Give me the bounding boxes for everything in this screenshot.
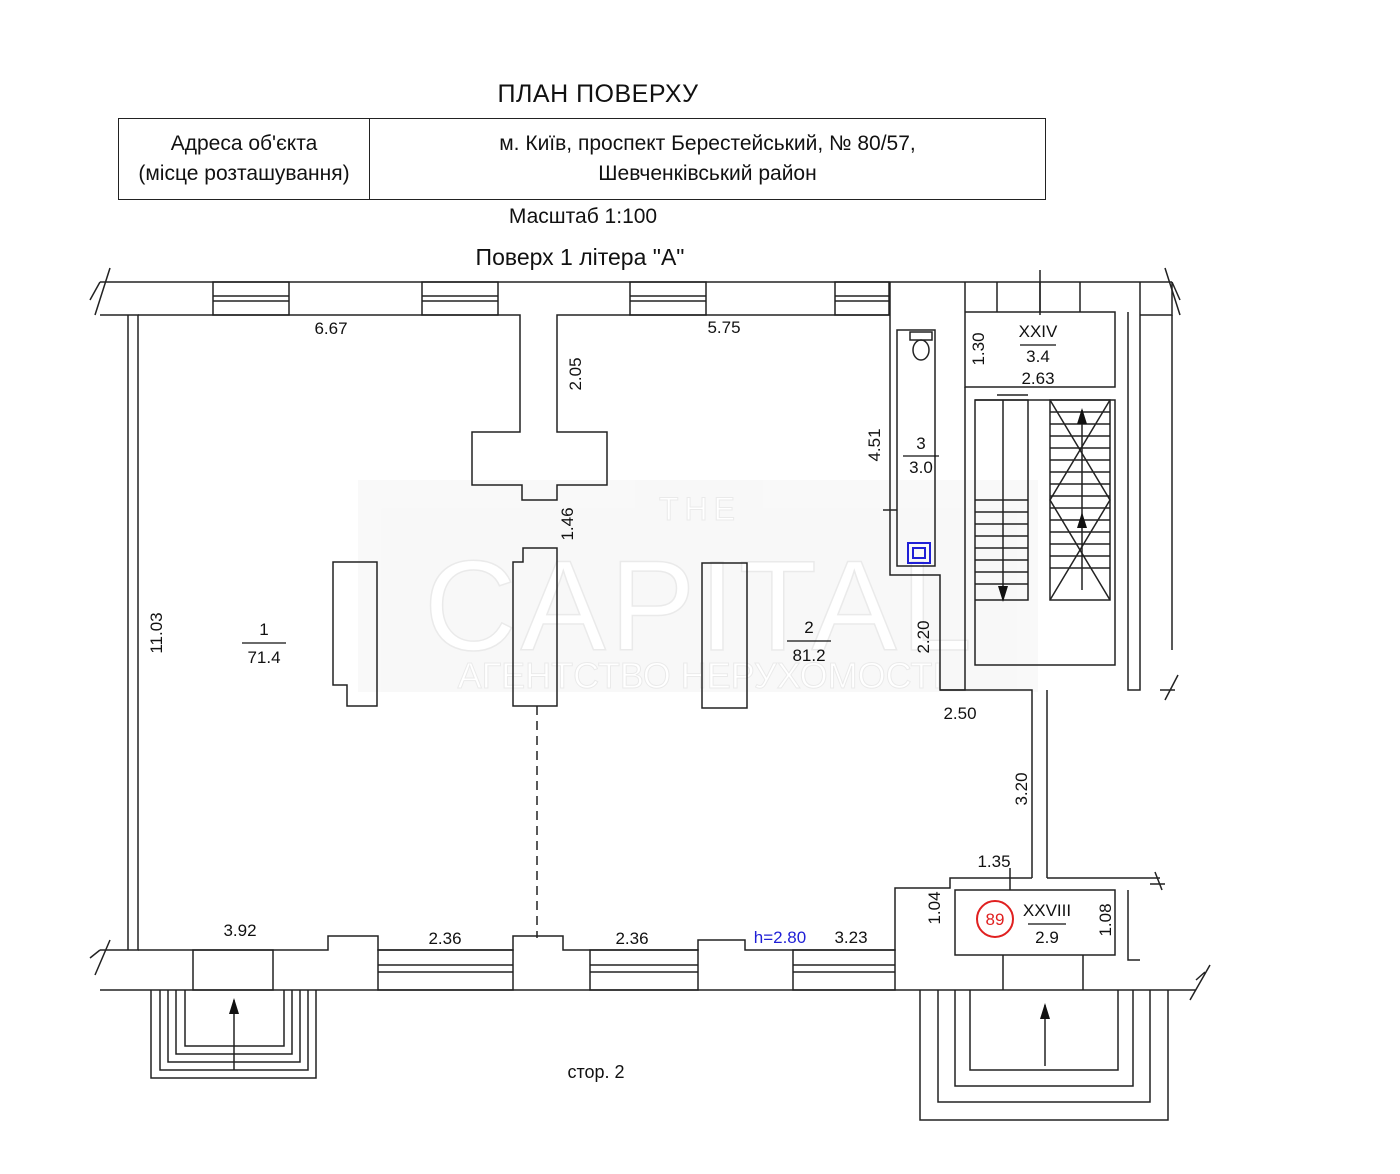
watermark-line1: THE [659,491,741,527]
room28-right-wall [1127,890,1140,961]
page-number: стор. 2 [567,1062,625,1082]
arrow-up-icon [1077,408,1087,424]
room-1-number: 1 [259,620,268,639]
dim-1-30: 1.30 [969,332,988,365]
dim-2-20: 2.20 [914,620,933,653]
inner-wall-bottom [138,877,1032,951]
watermark-backdrop [358,480,1038,692]
room-2-label: 2 81.2 [787,618,831,665]
window-bottom-1 [377,949,514,991]
address-value-line1: м. Київ, проспект Берестейський, № 80/57… [499,132,916,155]
break-mark-top-left [89,267,111,316]
window-top-3 [629,281,707,316]
dim-3-23: 3.23 [834,928,867,947]
address-label-cell: Адреса об'єкта (місце розташування) [119,119,370,199]
arrow-up-icon [229,998,239,1014]
room24-window [996,270,1081,315]
floor-label: Поверх 1 літера "А" [475,244,685,270]
watermark: THE CAPITAL АГЕНТСТВО НЕРУХОМОСТІ [358,480,1038,697]
dim-1-04: 1.04 [925,891,944,924]
address-label-line2: (місце розташування) [138,162,350,185]
toilet-tank-icon [909,331,933,341]
dim-3-20: 3.20 [1012,772,1031,805]
room-3-label: 3 3.0 [903,434,939,477]
column-1 [332,561,378,707]
room-3-area: 3.0 [909,458,933,477]
room24-walls [964,282,1116,388]
address-table: Адреса об'єкта (місце розташування) м. К… [118,118,1046,200]
window-bottom-3 [792,949,896,991]
dim-5-75: 5.75 [707,318,740,337]
stair-cross [1049,399,1111,601]
entrance-right-opening [1002,955,1084,990]
arrow-up-icon [1040,1003,1050,1019]
arrow-up-icon [1077,512,1087,528]
stair-wall-left [940,387,966,691]
room-24-label: XXIV 3.4 [1019,322,1058,366]
dim-4-51: 4.51 [865,428,884,461]
dim-2-63: 2.63 [1021,369,1054,388]
entrance-left-opening [192,949,274,991]
dim-2-36-left: 2.36 [428,929,461,948]
room-1-area: 71.4 [247,648,280,667]
window-top-1 [212,281,290,316]
badge-circle [976,900,1014,938]
address-value-line2: Шевченківський район [598,162,817,185]
room-28-label: XXVIII 2.9 [1023,901,1071,947]
column-3 [701,562,748,709]
break-mark-room28 [1150,871,1165,891]
inner-wall-top-and-pier [138,314,890,501]
room28-walls [954,889,1116,956]
watermark-line3: АГЕНТСТВО НЕРУХОМОСТІ [458,655,943,696]
room-28-area: 2.9 [1035,928,1059,947]
dim-1-35: 1.35 [977,852,1010,871]
entrance-steps-right [919,990,1169,1121]
address-value-cell: м. Київ, проспект Берестейський, № 80/57… [370,119,1045,199]
dim-6-67: 6.67 [314,319,347,338]
break-mark-bottom-right [1189,964,1211,1001]
dim-11-03: 11.03 [147,612,166,653]
window-top-2 [421,281,499,316]
room-24-number: XXIV [1019,322,1058,341]
room-1-label: 1 71.4 [242,620,286,667]
wall-room3-corridor [889,282,1033,878]
ceiling-height-note: h=2.80 [754,928,806,947]
room-24-area: 3.4 [1026,347,1050,366]
toilet-bowl-icon [912,339,930,361]
address-label-line1: Адреса об'єкта [170,132,318,155]
dim-2-50: 2.50 [943,704,976,723]
stair-treads-left [975,499,1028,585]
break-mark-right-mid [1160,674,1179,701]
outer-wall-left [100,314,139,951]
window-bottom-2 [589,949,699,991]
page-title: ПЛАН ПОВЕРХУ [497,80,699,108]
arrow-down-icon [998,586,1008,602]
watermark-line2: CAPITAL [424,535,976,678]
dimensions: 6.67 5.75 2.05 1.46 4.51 1.30 2.63 11.03… [147,318,1115,948]
outer-right-top [1140,282,1173,316]
dim-2-36-right: 2.36 [615,929,648,948]
room3-inner [896,329,936,567]
room-2-area: 81.2 [792,646,825,665]
scale-label: Масштаб 1:100 [508,205,658,228]
room-3-number: 3 [916,434,925,453]
break-mark-bottom-left [89,939,111,976]
sink-icon [907,542,931,564]
dim-1-08: 1.08 [1096,903,1115,936]
badge-number: 89 [986,910,1005,929]
dim-1-46: 1.46 [558,507,577,540]
stair-flight-right [1049,399,1111,601]
stair-treads-right [1050,411,1110,569]
stair-wall-right [1127,312,1141,691]
column-2 [512,547,558,707]
room-2-number: 2 [804,618,813,637]
arrowheads [229,408,1087,1019]
dimension-ticks [997,282,1041,890]
dim-2-05: 2.05 [566,357,585,390]
room-28-number: XXVIII [1023,901,1071,920]
dim-3-92: 3.92 [223,921,256,940]
window-top-4 [834,281,890,316]
